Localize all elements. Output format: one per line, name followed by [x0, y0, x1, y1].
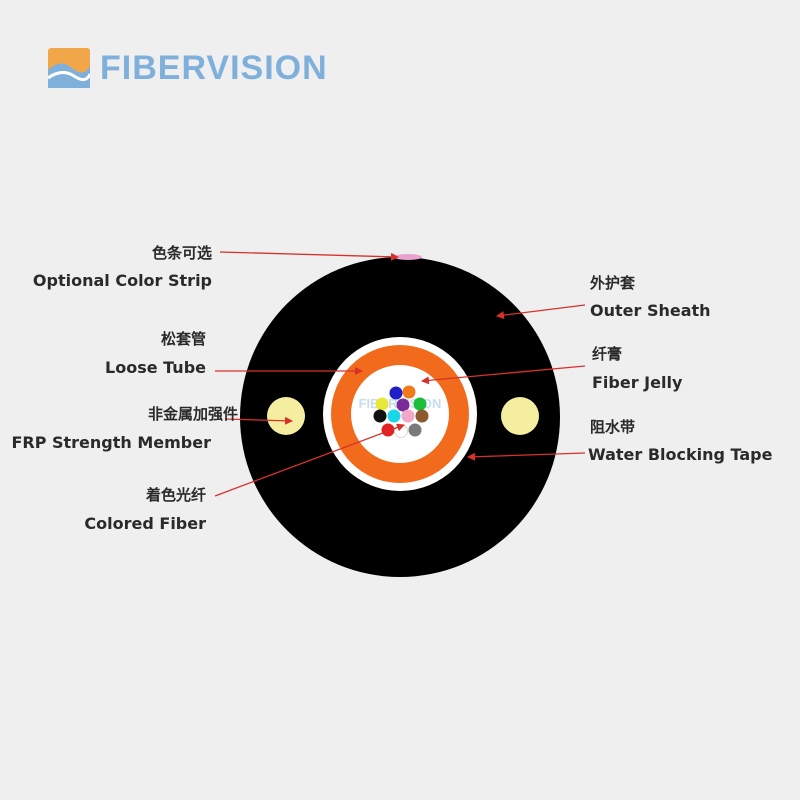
frp-strength-member-right — [501, 397, 539, 435]
label-fiber-jelly-en: Fiber Jelly — [592, 373, 683, 392]
logo-icon — [48, 48, 90, 88]
arrow-colored-fiber — [214, 423, 405, 497]
label-frp-zh: 非金属加强件 — [147, 405, 238, 423]
fiber-orange — [402, 385, 416, 399]
arrow-outer-sheath — [496, 304, 586, 320]
label-outer-sheath-en: Outer Sheath — [590, 301, 711, 320]
colored-fibers — [373, 385, 429, 438]
fiber-black — [373, 409, 387, 423]
label-fiber-jelly-zh: 纤膏 — [592, 345, 623, 363]
arrow-fiber-jelly — [421, 365, 586, 385]
fiber-aqua — [387, 409, 401, 423]
label-colored-fiber-en: Colored Fiber — [84, 514, 206, 533]
arrow-water-tape — [467, 452, 586, 461]
brand-logo: FIBERVISION — [48, 48, 328, 88]
label-color-strip-zh: 色条可选 — [151, 244, 212, 262]
fiber-gray — [408, 423, 422, 437]
label-loose-tube-zh: 松套管 — [160, 330, 206, 348]
label-loose-tube-en: Loose Tube — [105, 358, 206, 377]
color-strip — [394, 254, 422, 260]
fiber-brown — [415, 409, 429, 423]
fiber-pink — [401, 409, 415, 423]
fiber-red — [381, 423, 395, 437]
label-color-strip-en: Optional Color Strip — [32, 271, 212, 290]
label-outer-sheath-zh: 外护套 — [590, 274, 636, 292]
arrow-frp — [224, 416, 293, 425]
fiber-yellow — [375, 397, 389, 411]
label-colored-fiber-zh: 着色光纤 — [145, 486, 206, 504]
brand-name: FIBERVISION — [100, 48, 328, 87]
arrow-color-strip — [219, 251, 399, 261]
label-water-tape-zh: 阻水带 — [590, 418, 636, 436]
label-frp-en: FRP Strength Member — [11, 433, 211, 452]
frp-strength-member-left — [267, 397, 305, 435]
fiber-blue — [389, 386, 403, 400]
label-water-tape-en: Water Blocking Tape — [588, 445, 773, 464]
fiber-green — [413, 397, 427, 411]
fiber-violet — [396, 398, 410, 412]
